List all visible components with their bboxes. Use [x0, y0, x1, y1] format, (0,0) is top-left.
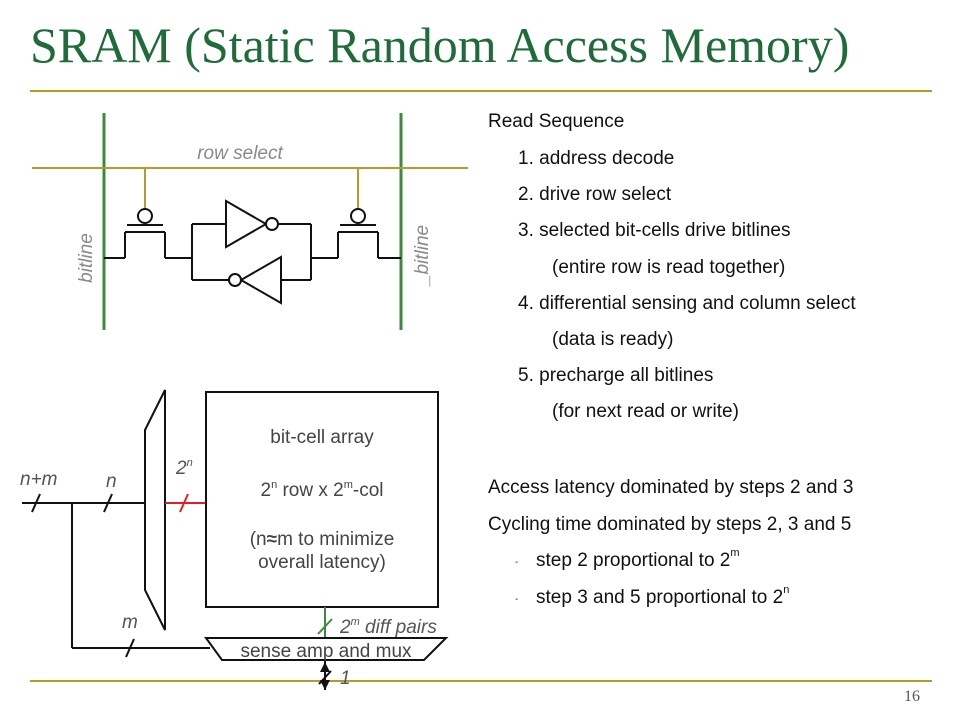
title-rule	[30, 90, 932, 92]
right-access-transistor	[311, 208, 401, 259]
diff-pairs-label: 2m diff pairs	[339, 616, 437, 638]
cross-coupled-inverters	[191, 199, 312, 305]
read-sequence-heading: Read Sequence	[488, 111, 625, 132]
sram-array-diagram: bit-cell array 2n row x 2m-col (n≈m to m…	[20, 389, 449, 690]
latency-bullet-1: step 2 proportional to 2m	[536, 547, 740, 572]
array-title: bit-cell array	[270, 427, 374, 448]
footer-rule	[30, 680, 932, 682]
label-n-plus-m: n+m	[20, 469, 58, 490]
read-step: 4. differential sensing and column selec…	[518, 293, 856, 314]
sram-cell-diagram: row select bitline _bitline	[32, 113, 468, 330]
read-step: 5. precharge all bitlines	[518, 365, 714, 386]
label-m: m	[122, 612, 138, 633]
label-n: n	[106, 471, 117, 492]
label-2n: 2n	[175, 457, 193, 479]
row-select-label: row select	[197, 143, 283, 164]
read-step-note: (data is ready)	[552, 329, 674, 350]
array-note-line1: (n≈m to minimize	[250, 529, 395, 550]
read-step: 2. drive row select	[518, 184, 672, 205]
access-latency-text: Access latency dominated by steps 2 and …	[488, 477, 854, 498]
output-width-label: 1	[340, 668, 351, 689]
row-decoder	[144, 389, 166, 631]
bitline-bar-label: _bitline	[412, 225, 433, 287]
bullet-dash-icon: -	[515, 557, 519, 568]
page-number: 16	[904, 688, 920, 705]
latency-bullet-2: step 3 and 5 proportional to 2n	[536, 584, 790, 609]
array-note-line2: overall latency)	[258, 552, 386, 573]
left-access-transistor	[104, 208, 192, 259]
page-title: SRAM (Static Random Access Memory)	[30, 17, 850, 73]
read-step-note: (entire row is read together)	[552, 257, 786, 278]
array-size: 2n row x 2m-col	[260, 479, 383, 501]
bit-cell-array	[205, 391, 439, 608]
sense-amp-mux	[204, 637, 449, 661]
read-step: 3. selected bit-cells drive bitlines	[518, 220, 791, 241]
bitline-label: bitline	[76, 233, 97, 283]
read-step: 1. address decode	[518, 148, 675, 169]
sense-amp-label: sense amp and mux	[240, 641, 412, 662]
read-step-note: (for next read or write)	[552, 401, 739, 422]
cycling-time-text: Cycling time dominated by steps 2, 3 and…	[488, 514, 852, 535]
bullet-dash-icon: -	[515, 594, 519, 605]
